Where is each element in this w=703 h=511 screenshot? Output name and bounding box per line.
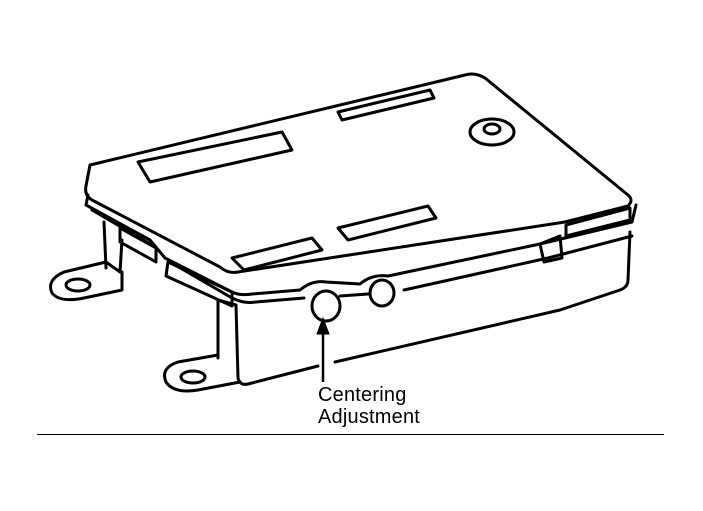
mount-hole-front bbox=[179, 369, 207, 385]
adjustment-boss-2 bbox=[368, 278, 396, 308]
label-plate-1 bbox=[136, 130, 294, 184]
mount-tab-rear bbox=[49, 260, 124, 302]
callout-arrowhead bbox=[316, 316, 330, 335]
callout-label-line-2: Adjustment bbox=[318, 406, 421, 428]
screw-boss bbox=[468, 117, 516, 147]
latch-left bbox=[118, 226, 158, 264]
lid-rim bbox=[84, 193, 638, 297]
label-plate-4 bbox=[336, 88, 436, 122]
latch-mid bbox=[164, 260, 234, 308]
mount-tab-front bbox=[163, 353, 242, 393]
mount-hole-rear bbox=[64, 277, 92, 293]
label-plate-2 bbox=[230, 236, 324, 272]
screw-head bbox=[482, 122, 502, 136]
callout-label-line-1: Centering bbox=[318, 384, 407, 406]
latch-far bbox=[564, 206, 632, 238]
latch-right bbox=[538, 234, 564, 264]
divider-rule bbox=[37, 434, 664, 435]
label-plate-3 bbox=[336, 204, 438, 242]
housing-corner bbox=[104, 238, 124, 274]
housing-front bbox=[234, 230, 632, 386]
adjustment-boss bbox=[310, 289, 342, 323]
